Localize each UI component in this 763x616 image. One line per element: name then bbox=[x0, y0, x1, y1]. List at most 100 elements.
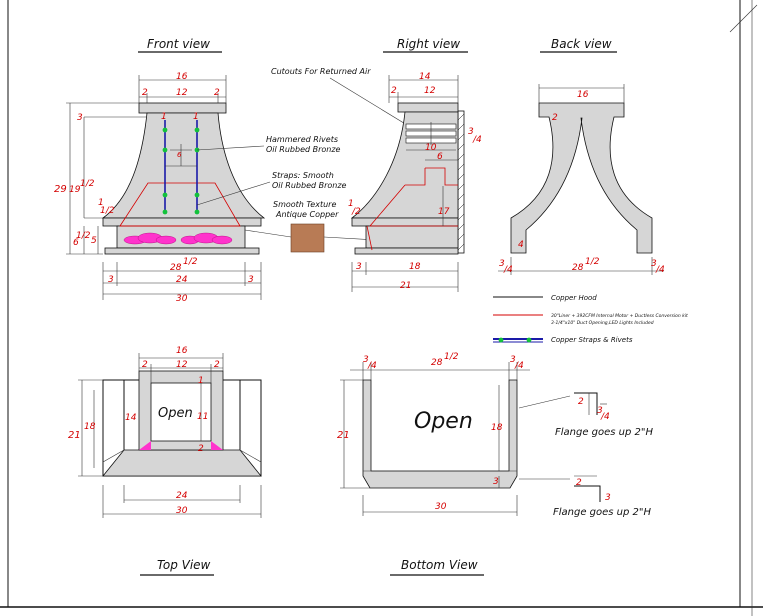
bottom-dim-3b: 3 bbox=[510, 355, 516, 365]
back-view: 16 2 4 3 /4 28 1/2 3 /4 bbox=[498, 84, 665, 275]
callout-rivets-2: Oil Rubbed Bronze bbox=[266, 145, 341, 154]
flange2-dim-3: 3 bbox=[605, 493, 611, 503]
callout-straps-2: Oil Rubbed Bronze bbox=[272, 181, 347, 190]
top-dim-16: 16 bbox=[176, 346, 188, 356]
front-dim-12: 12 bbox=[176, 88, 188, 98]
right-dim-10: 10 bbox=[425, 143, 437, 153]
top-dim-2c: 2 bbox=[198, 444, 204, 454]
front-dim-half2: 1/2 bbox=[100, 206, 115, 216]
bottom-dim-28: 28 bbox=[431, 358, 443, 368]
right-dim-14: 14 bbox=[419, 72, 431, 82]
back-dim-16: 16 bbox=[577, 90, 589, 100]
bottom-dim-3-4a: /4 bbox=[367, 361, 377, 371]
front-dim-6-half: 1/2 bbox=[76, 231, 91, 241]
top-dim-14: 14 bbox=[125, 413, 137, 423]
view-titles: Front view Right view Back view Top View… bbox=[138, 37, 617, 576]
callout-rivets-1: Hammered Rivets bbox=[266, 135, 338, 144]
top-dim-2b: 2 bbox=[214, 360, 220, 370]
right-dim-half: /2 bbox=[351, 207, 361, 217]
top-dim-12: 12 bbox=[176, 360, 188, 370]
right-dim-12: 12 bbox=[424, 86, 436, 96]
right-dim-1: 1 bbox=[348, 199, 354, 209]
front-dim-1b: 1 bbox=[193, 112, 199, 122]
copper-swatch bbox=[290, 223, 325, 253]
right-dim-21: 21 bbox=[400, 281, 411, 291]
flange-label-2: Flange goes up 2"H bbox=[553, 507, 652, 518]
bottom-dim-3c: 3 bbox=[493, 477, 499, 487]
legend-liner-2: 3-1/4"x10" Duct Opening,LED Lights Inclu… bbox=[551, 320, 654, 326]
bottom-dim-3a: 3 bbox=[363, 355, 369, 365]
front-dimensions bbox=[66, 75, 262, 300]
flange1-dim-3-4: /4 bbox=[600, 412, 610, 422]
top-dim-21: 21 bbox=[68, 430, 81, 441]
back-dim-28-half: 1/2 bbox=[585, 257, 600, 267]
front-dim-3b: 3 bbox=[108, 275, 114, 285]
front-dim-6: 6 bbox=[177, 151, 182, 159]
top-open-label: Open bbox=[158, 406, 193, 421]
back-dim-3b: 3 bbox=[651, 259, 657, 269]
right-dim-3-4: /4 bbox=[472, 135, 482, 145]
front-view: 16 2 12 2 3 1 1 6 29 19 1/2 1 1/2 6 1/2 … bbox=[54, 72, 266, 304]
front-ornament bbox=[123, 232, 233, 245]
front-dim-1a: 1 bbox=[161, 112, 167, 122]
front-dim-3c: 3 bbox=[248, 275, 254, 285]
front-dim-30: 30 bbox=[176, 294, 188, 304]
top-dim-18: 18 bbox=[84, 422, 96, 432]
front-dim-5: 5 bbox=[91, 236, 97, 246]
legend-liner-1: 30"Liner + 392CFM Internal Motor + Ductl… bbox=[551, 313, 688, 319]
callout-texture-1: Smooth Texture bbox=[273, 200, 336, 209]
callout-texture-2: Antique Copper bbox=[275, 210, 339, 219]
right-dimensions bbox=[351, 75, 459, 292]
flange-details: 2 3 /4 Flange goes up 2"H 2 3 Flange goe… bbox=[518, 392, 654, 518]
front-dim-19-half: 1/2 bbox=[80, 179, 95, 189]
back-dim-4: 4 bbox=[518, 240, 524, 250]
top-dim-1: 1 bbox=[198, 376, 204, 386]
bottom-view-title: Bottom View bbox=[401, 558, 478, 572]
bottom-dim-21: 21 bbox=[337, 430, 350, 441]
bottom-dim-30: 30 bbox=[435, 502, 447, 512]
right-dim-3b: 3 bbox=[356, 262, 362, 272]
right-dim-6: 6 bbox=[437, 152, 443, 162]
flange1-dim-2: 2 bbox=[578, 397, 584, 407]
right-dim-3: 3 bbox=[468, 127, 474, 137]
legend-straps: Copper Straps & Rivets bbox=[551, 336, 633, 344]
front-dim-16: 16 bbox=[176, 72, 188, 82]
right-view: 14 2 12 3 /4 10 6 1 /2 17 3 18 21 bbox=[348, 72, 482, 292]
right-dim-18: 18 bbox=[409, 262, 421, 272]
top-view: Open 16 2 12 2 1 14 11 2 21 18 24 30 bbox=[68, 346, 262, 518]
callout-straps-1: Straps: Smooth bbox=[272, 171, 334, 180]
bottom-dim-18: 18 bbox=[491, 423, 503, 433]
bottom-open-label: Open bbox=[414, 409, 473, 434]
flange1-dim-3: 3 bbox=[597, 406, 603, 416]
back-dim-28: 28 bbox=[572, 263, 584, 273]
top-view-title: Top View bbox=[157, 558, 211, 572]
top-dim-24: 24 bbox=[176, 491, 188, 501]
legend: Copper Hood 30"Liner + 392CFM Internal M… bbox=[493, 294, 688, 344]
bottom-view: Open 3 /4 28 1/2 3 /4 21 18 3 30 bbox=[337, 352, 530, 516]
right-view-title: Right view bbox=[397, 37, 460, 51]
top-dim-2a: 2 bbox=[142, 360, 148, 370]
front-dim-19: 19 bbox=[69, 185, 81, 195]
back-dim-3-4a: /4 bbox=[503, 265, 513, 275]
top-dim-30: 30 bbox=[176, 506, 188, 516]
front-dim-6b: 6 bbox=[73, 238, 79, 248]
top-dim-11: 11 bbox=[197, 412, 208, 422]
back-view-title: Back view bbox=[551, 37, 612, 51]
bottom-dim-28-half: 1/2 bbox=[444, 352, 459, 362]
flange-label-1: Flange goes up 2"H bbox=[555, 427, 654, 438]
right-dim-2: 2 bbox=[391, 86, 397, 96]
back-dim-2: 2 bbox=[552, 113, 558, 123]
right-dim-17: 17 bbox=[438, 207, 450, 217]
back-dim-3-4b: /4 bbox=[655, 265, 665, 275]
front-dim-24: 24 bbox=[176, 275, 188, 285]
front-dim-3: 3 bbox=[77, 113, 83, 123]
front-dim-28: 28 bbox=[170, 263, 182, 273]
bottom-dim-3-4b: /4 bbox=[514, 361, 524, 371]
legend-copper-hood: Copper Hood bbox=[551, 294, 597, 302]
flange2-dim-2: 2 bbox=[576, 478, 582, 488]
front-dim-28-half: 1/2 bbox=[183, 257, 198, 267]
front-view-title: Front view bbox=[147, 37, 210, 51]
callout-cutouts: Cutouts For Returned Air bbox=[271, 67, 371, 76]
